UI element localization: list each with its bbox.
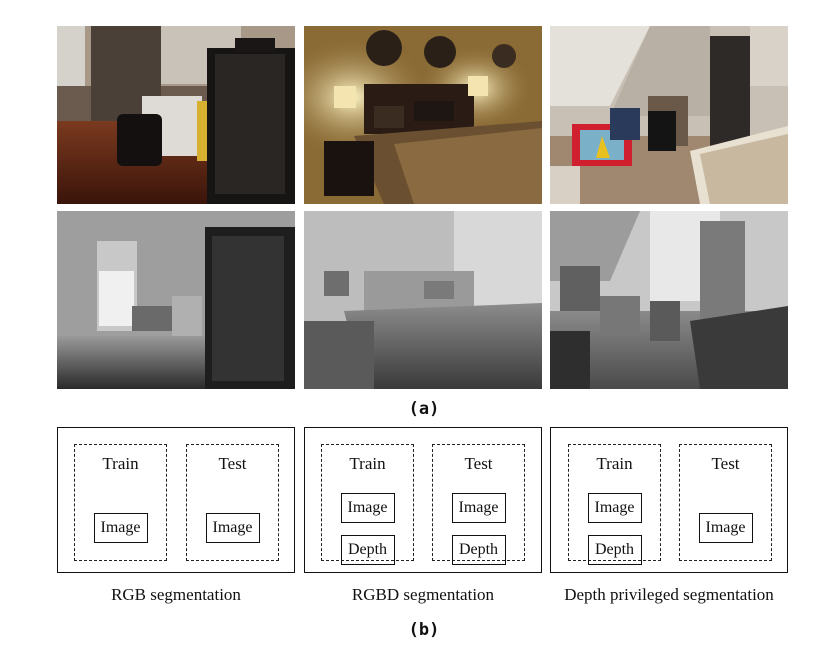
train-title: Train: [349, 454, 386, 473]
depth-photo-attic: [550, 211, 788, 389]
test-group: Test Image Depth: [432, 444, 525, 565]
train-group: Train Image Depth: [568, 444, 661, 565]
image-box: Image: [698, 513, 753, 543]
test-group: Test Image: [186, 444, 279, 561]
train-group: Train Image Depth: [321, 444, 414, 565]
image-box: Image: [340, 493, 395, 523]
test-title: Test: [711, 454, 740, 473]
panel-rgb-segmentation: Train Image Test Image: [57, 427, 295, 573]
test-group: Test Image: [679, 444, 772, 561]
rgb-photo-office: [57, 26, 295, 204]
depth-box: Depth: [587, 535, 642, 565]
panel-rgbd-segmentation: Train Image Depth Test Image Depth: [304, 427, 542, 573]
image-box: Image: [205, 513, 260, 543]
depth-photo-office: [57, 211, 295, 389]
panel-depth-privileged-segmentation: Train Image Depth Test Image: [550, 427, 788, 573]
test-title: Test: [218, 454, 247, 473]
rgb-photo-bedroom: [304, 26, 542, 204]
train-group: Train Image: [74, 444, 167, 561]
depth-box: Depth: [340, 535, 395, 565]
train-title: Train: [596, 454, 633, 473]
test-title: Test: [464, 454, 493, 473]
image-box: Image: [93, 513, 148, 543]
label-rgbd-segmentation: RGBD segmentation: [351, 585, 495, 604]
label-depth-privileged-segmentation: Depth privileged segmentation: [564, 585, 774, 604]
depth-photo-bedroom: [304, 211, 542, 389]
image-box: Image: [587, 493, 642, 523]
depth-box: Depth: [451, 535, 506, 565]
caption-b: (b): [408, 620, 440, 640]
label-rgb-segmentation: RGB segmentation: [111, 585, 241, 604]
image-box: Image: [451, 493, 506, 523]
caption-a: (a): [408, 399, 440, 419]
rgb-photo-attic: [550, 26, 788, 204]
train-title: Train: [102, 454, 139, 473]
